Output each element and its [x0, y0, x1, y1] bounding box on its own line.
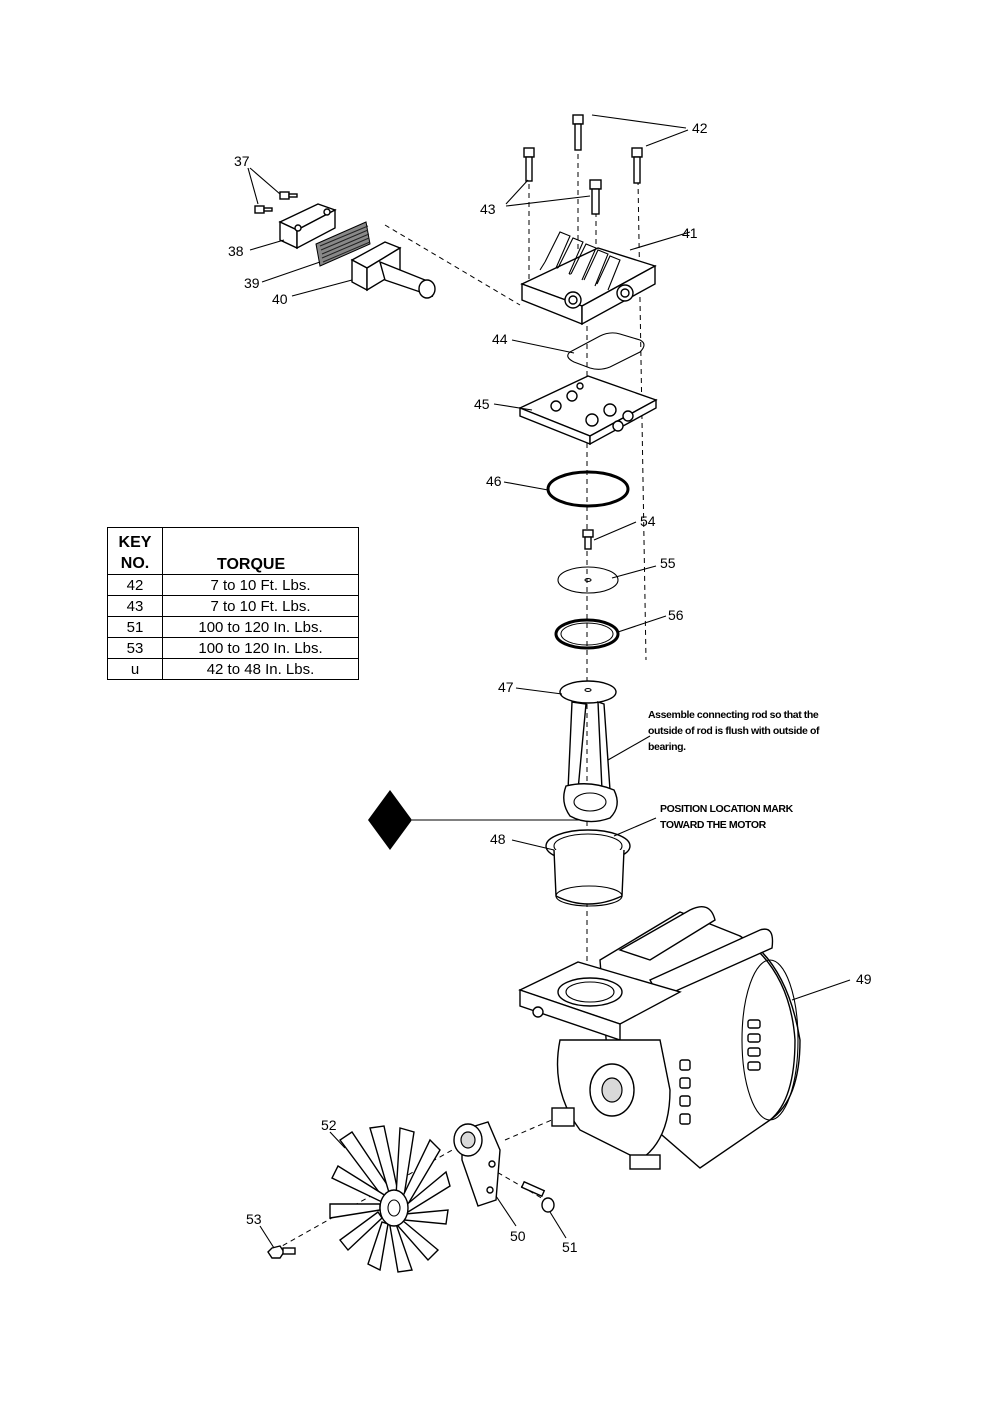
location-mark-diamond: [368, 790, 580, 850]
table-row: 42 7 to 10 Ft. Lbs.: [107, 574, 359, 596]
table-row: 51 100 to 120 In. Lbs.: [107, 616, 359, 638]
connecting-rod-47: [559, 680, 618, 823]
note-location-mark-line1: POSITION LOCATION MARK: [660, 803, 794, 815]
torque-cell: 7 to 10 Ft. Lbs.: [162, 574, 359, 596]
key-cell: 51: [107, 616, 163, 638]
filter-cover-38: [278, 203, 337, 250]
key-cell: 42: [107, 574, 163, 596]
bolt-43b: [589, 179, 602, 215]
note-location-mark-line2: TOWARD THE MOTOR: [660, 819, 767, 831]
callout-47: 47: [498, 679, 514, 695]
callout-39: 39: [244, 275, 260, 291]
callout-45: 45: [474, 396, 490, 412]
header-key-line2: NO.: [120, 555, 150, 572]
table-row: 53 100 to 120 In. Lbs.: [107, 637, 359, 659]
callout-48: 48: [490, 831, 506, 847]
key-cell: 43: [107, 595, 163, 617]
eccentric-50: [453, 1121, 501, 1207]
torque-cell: 100 to 120 In. Lbs.: [162, 616, 359, 638]
callout-42: 42: [692, 120, 708, 136]
torque-cell: 42 to 48 In. Lbs.: [162, 658, 359, 680]
key-cell: u: [107, 658, 163, 680]
callout-50: 50: [510, 1228, 526, 1244]
callout-37: 37: [234, 153, 250, 169]
valve-disc-55: [557, 566, 619, 594]
fan-52: [329, 1125, 451, 1273]
callout-49: 49: [856, 971, 872, 987]
header-torque: TORQUE: [162, 527, 359, 575]
bolt-42a: [572, 114, 584, 151]
gasket-44: [567, 332, 645, 370]
callout-54: 54: [640, 513, 656, 529]
bolt-43a: [523, 147, 535, 182]
o-ring-46: [546, 470, 630, 508]
screw-37b: [254, 205, 273, 214]
screw-53: [267, 1245, 296, 1259]
note-connecting-rod-line3: bearing.: [648, 741, 686, 753]
cylinder-head-41: [520, 231, 657, 326]
table-row: 43 7 to 10 Ft. Lbs.: [107, 595, 359, 617]
intake-body-40: [350, 241, 436, 299]
bolt-51: [520, 1180, 555, 1213]
filter-element-39: [315, 221, 371, 267]
header-key-line1: KEY: [118, 534, 152, 551]
note-connecting-rod-line1: Assemble connecting rod so that the: [648, 709, 819, 721]
screw-37a: [279, 191, 298, 200]
bolt-42b: [631, 147, 643, 184]
callout-41: 41: [682, 225, 698, 241]
bearing-48: [545, 829, 631, 907]
note-connecting-rod-line2: outside of rod is flush with outside of: [648, 725, 820, 737]
callout-51: 51: [562, 1239, 578, 1255]
screw-54: [582, 529, 594, 550]
torque-table: KEY NO. TORQUE 42 7 to 10 Ft. Lbs. 43 7 …: [107, 527, 359, 680]
piston-ring-56: [554, 618, 620, 650]
header-key-no: KEY NO.: [107, 527, 163, 575]
intake-filter-assembly: [254, 191, 436, 299]
head-bolts: [523, 114, 643, 215]
callout-43: 43: [480, 201, 496, 217]
key-cell: 53: [107, 637, 163, 659]
motor-crankcase-49: [518, 906, 801, 1170]
callout-56: 56: [668, 607, 684, 623]
callout-40: 40: [272, 291, 288, 307]
callout-38: 38: [228, 243, 244, 259]
callout-44: 44: [492, 331, 508, 347]
torque-table-header: KEY NO. TORQUE: [107, 527, 359, 575]
callout-46: 46: [486, 473, 502, 489]
callout-53: 53: [246, 1211, 262, 1227]
leader-lines: [247, 114, 851, 1249]
callout-52: 52: [321, 1117, 337, 1133]
callout-55: 55: [660, 555, 676, 571]
valve-plate-45: [518, 375, 658, 446]
table-row: u 42 to 48 In. Lbs.: [107, 658, 359, 680]
assembly-notes: Assemble connecting rod so that the outs…: [648, 709, 820, 831]
callout-numbers: 37 38 39 40 41 42 43 44 45 46 54 55 56 4…: [228, 120, 872, 1255]
torque-cell: 100 to 120 In. Lbs.: [162, 637, 359, 659]
torque-cell: 7 to 10 Ft. Lbs.: [162, 595, 359, 617]
